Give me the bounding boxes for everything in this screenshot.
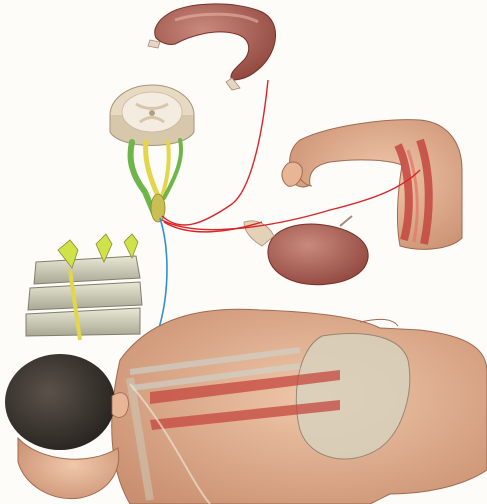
head xyxy=(5,354,128,499)
vertebrae xyxy=(26,234,142,340)
stomach xyxy=(148,4,276,90)
human-back xyxy=(112,309,487,504)
kidney xyxy=(244,216,368,285)
nerve-roots xyxy=(131,140,182,222)
spinal-cord-section xyxy=(110,85,194,146)
